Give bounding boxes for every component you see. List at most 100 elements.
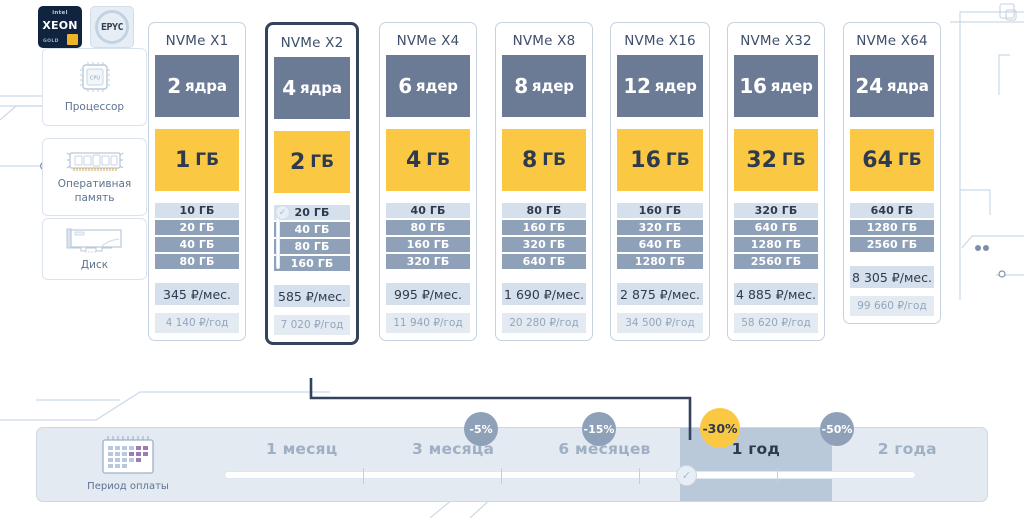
plan-disk-options: 80 ГБ 160 ГБ 320 ГБ 640 ГБ <box>502 203 586 271</box>
plan-disk-option[interactable]: 160 ГБ <box>502 220 586 235</box>
plan-ram-value: 64 <box>862 147 893 173</box>
slider-tick <box>363 468 364 484</box>
plan-disk-option[interactable]: 10 ГБ <box>155 203 239 218</box>
billing-period-icon-group: Период оплаты <box>73 434 183 492</box>
discount-badge-2-года: -50% <box>820 412 854 446</box>
plan-ram-unit: ГБ <box>310 152 335 172</box>
spec-row-disk: Диск <box>42 218 147 280</box>
plan-title: NVMe X4 <box>396 33 460 49</box>
plan-disk-option[interactable]: 20 ГБ <box>274 205 350 220</box>
cpu-icon: CPU <box>79 61 110 92</box>
plan-ram-value: 32 <box>746 147 777 173</box>
plan-disk-option[interactable]: 640 ГБ <box>734 220 818 235</box>
slider-tick <box>639 468 640 484</box>
plan-disk-option[interactable]: 640 ГБ <box>617 237 703 252</box>
spec-label-disk: Диск <box>80 258 109 271</box>
plan-disk-options: 320 ГБ 640 ГБ 1280 ГБ 2560 ГБ <box>734 203 818 271</box>
billing-period-slider-track[interactable] <box>224 468 916 484</box>
plan-ram-value: 8 <box>521 147 538 173</box>
plan-cores-unit: ядер <box>415 77 458 95</box>
spec-label-processor: Процессор <box>64 100 125 113</box>
ram-icon <box>66 152 123 172</box>
plan-disk-option[interactable]: 2560 ГБ <box>850 237 934 252</box>
disk-slider-knob[interactable]: ✓ <box>275 205 290 220</box>
plan-disk-option[interactable]: 320 ГБ <box>734 203 818 218</box>
period-option-1[interactable]: 1 месяц <box>265 440 338 458</box>
plan-disk-option[interactable]: 640 ГБ <box>850 203 934 218</box>
period-option-3[interactable]: 6 месяцев <box>558 440 651 458</box>
plan-cores-value: 8 <box>514 74 528 98</box>
plan-disk-option[interactable]: 40 ГБ <box>274 222 350 237</box>
plan-ram-unit: ГБ <box>665 150 690 170</box>
plan-cores-unit: ядра <box>184 77 227 95</box>
plan-disk-option[interactable]: 320 ГБ <box>386 254 470 269</box>
intel-wordmark: intel <box>52 10 68 16</box>
plan-ram-unit: ГБ <box>897 150 922 170</box>
disk-icon <box>66 228 122 253</box>
calendar-icon <box>102 436 154 474</box>
plan-disk-option[interactable]: 320 ГБ <box>617 220 703 235</box>
disk-slider-rail[interactable]: ✓ <box>275 205 290 269</box>
plan-title: NVMe X2 <box>280 35 344 51</box>
discount-badge-3-месяца: -5% <box>464 412 498 446</box>
plan-price-yearly: 20 280 ₽/год <box>502 313 586 333</box>
plan-disk-option[interactable]: 80 ГБ <box>502 203 586 218</box>
plan-disk-option[interactable]: 2560 ГБ <box>734 254 818 269</box>
plan-disk-option[interactable]: 40 ГБ <box>155 237 239 252</box>
plan-disk-option[interactable]: 1280 ГБ <box>850 220 934 235</box>
plan-price-yearly: 34 500 ₽/год <box>617 313 703 333</box>
xeon-gold-square <box>67 34 78 45</box>
plan-cores-unit: ядер <box>531 77 574 95</box>
plan-cores-unit: ядра <box>886 77 929 95</box>
plan-disk-option[interactable]: 1280 ГБ <box>617 254 703 269</box>
discount-badge-6-месяцев: -15% <box>582 412 616 446</box>
plan-cores-value: 4 <box>282 76 296 100</box>
plan-ram-value: 16 <box>630 147 661 173</box>
plan-cores-unit: ядер <box>770 77 813 95</box>
plan-price-monthly: 995 ₽/мес. <box>386 283 470 305</box>
plan-disk-option[interactable]: 1280 ГБ <box>734 237 818 252</box>
billing-period-slider-handle[interactable]: ✓ <box>676 465 697 486</box>
plan-disk-option[interactable]: 640 ГБ <box>502 254 586 269</box>
slider-tick <box>501 468 502 484</box>
plan-disk-option[interactable]: 160 ГБ <box>617 203 703 218</box>
plan-price-monthly: 345 ₽/мес. <box>155 283 239 305</box>
plan-disk-options: 40 ГБ 80 ГБ 160 ГБ 320 ГБ <box>386 203 470 271</box>
plan-disk-option[interactable]: 40 ГБ <box>386 203 470 218</box>
plan-title: NVMe X64 <box>856 33 928 49</box>
plan-disk-option[interactable]: 160 ГБ <box>386 237 470 252</box>
cpu-vendor-logos: intel XEON GOLD EPYC <box>38 6 134 48</box>
epyc-wordmark: EPYC <box>100 21 124 33</box>
plan-cores-value: 16 <box>739 74 767 98</box>
plan-disk-option[interactable]: 160 ГБ <box>274 256 350 271</box>
plan-disk-option[interactable]: 20 ГБ <box>155 220 239 235</box>
plan-disk-options: ✓20 ГБ 40 ГБ 80 ГБ 160 ГБ <box>274 205 350 273</box>
plan-cores-value: 12 <box>623 74 651 98</box>
plan-disk-option[interactable]: 80 ГБ <box>274 239 350 254</box>
plan-price-monthly: 585 ₽/мес. <box>274 285 350 307</box>
plan-disk-option[interactable]: 320 ГБ <box>502 237 586 252</box>
spec-row-processor: CPU Процессор <box>42 48 147 126</box>
period-option-5[interactable]: 2 года <box>877 440 937 458</box>
plan-ram-unit: ГБ <box>426 150 451 170</box>
plan-price-yearly: 58 620 ₽/год <box>734 313 818 333</box>
plan-disk-options: 160 ГБ 320 ГБ 640 ГБ 1280 ГБ <box>617 203 703 271</box>
plan-disk-option[interactable]: 80 ГБ <box>155 254 239 269</box>
plan-disk-option[interactable]: 80 ГБ <box>386 220 470 235</box>
